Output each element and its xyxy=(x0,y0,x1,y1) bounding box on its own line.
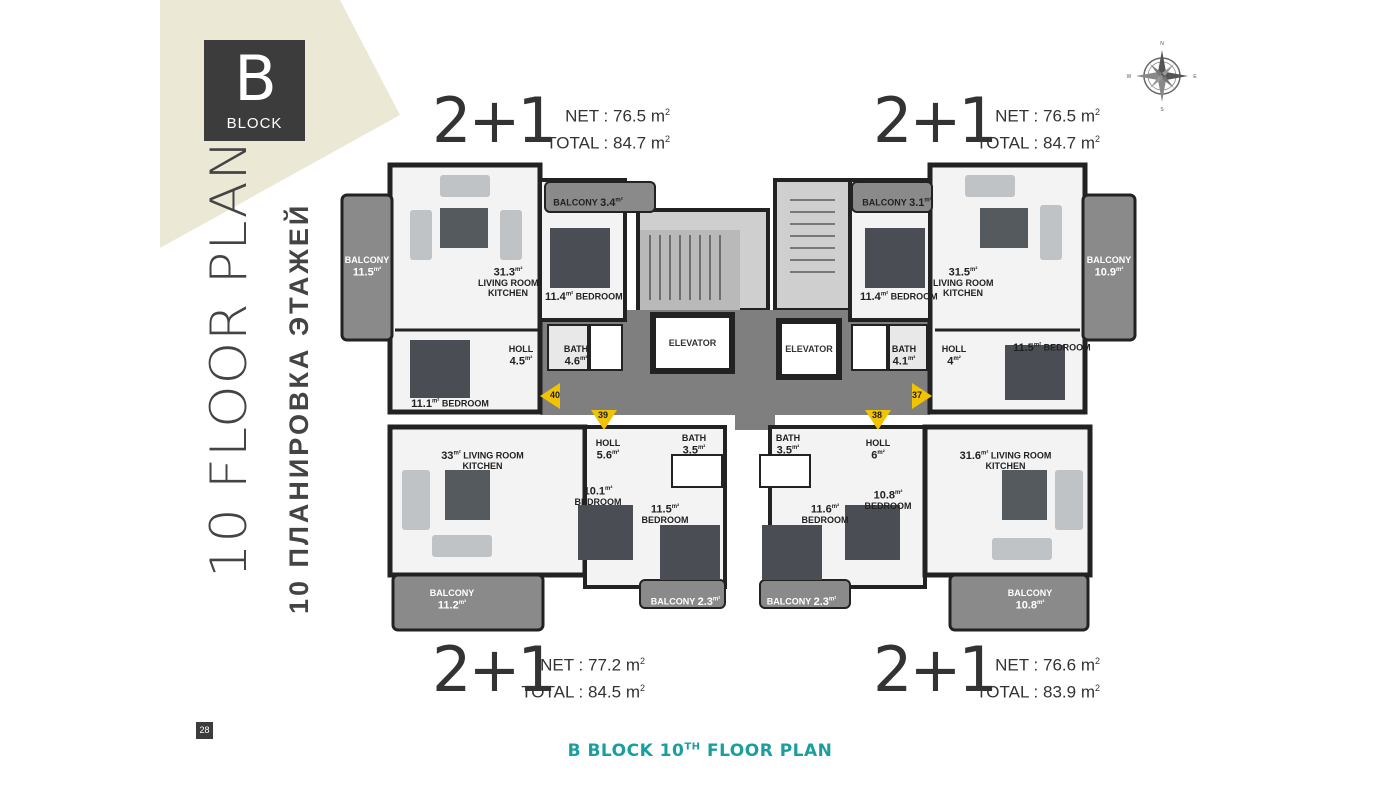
room-label: 11.5m² BEDROOM xyxy=(1013,341,1091,354)
unit-type: 2+1 xyxy=(873,84,998,157)
elevator-left: ELEVATOR xyxy=(650,312,735,374)
unit-header-2: 2+1 xyxy=(873,84,998,157)
room-label: BALCONY 2.3m² xyxy=(766,595,837,608)
room-label: 11.4m² BEDROOM xyxy=(545,290,623,303)
page-number: 28 xyxy=(196,722,213,739)
room-label: BALCONY 2.3m² xyxy=(650,595,721,608)
block-letter: B xyxy=(234,42,277,115)
net-value: 76.5 xyxy=(612,106,647,126)
door-number: 40 xyxy=(550,390,561,400)
total-label: TOTAL xyxy=(546,133,599,153)
room-label: BALCONY 3.1m² xyxy=(862,196,932,209)
compass-w: W xyxy=(1127,74,1132,80)
unit-areas-3: NET : 77.2 m2 TOTAL : 84.5 m2 xyxy=(521,655,645,702)
unit-header-1: 2+1 xyxy=(432,84,557,157)
compass-s: S xyxy=(1160,107,1164,112)
net-label: NET xyxy=(565,106,599,126)
door-number: 37 xyxy=(912,390,923,400)
compass-n: N xyxy=(1160,41,1164,47)
room-label: 11.1m² BEDROOM xyxy=(411,397,489,410)
door-marker-39 xyxy=(591,410,617,430)
unit-type: 2+1 xyxy=(873,633,998,706)
unit-type: 2+1 xyxy=(432,633,557,706)
door-marker-37 xyxy=(912,383,932,409)
footer-title: B BLOCK 10TH FLOOR PLAN xyxy=(567,741,833,761)
door-number: 38 xyxy=(872,410,883,420)
room-label: 11.4m² BEDROOM xyxy=(860,290,938,303)
unit-areas-4: NET : 76.6 m2 TOTAL : 83.9 m2 xyxy=(976,655,1100,702)
compass-icon: N S W E xyxy=(1127,41,1198,112)
unit-header-4: 2+1 xyxy=(873,633,998,706)
total-value: 84.7 xyxy=(612,133,647,153)
elevator-right: ELEVATOR xyxy=(776,318,842,380)
door-marker-40 xyxy=(540,383,560,409)
unit-areas-1: NET : 76.5 m2 TOTAL : 84.7 m2 xyxy=(546,106,670,153)
block-badge: B BLOCK xyxy=(204,40,305,141)
room-label: BALCONY 3.4m² xyxy=(553,196,623,209)
block-word: BLOCK xyxy=(226,115,283,132)
door-number: 39 xyxy=(598,410,609,420)
compass-e: E xyxy=(1193,74,1197,80)
door-marker-38 xyxy=(865,410,891,430)
unit-type: 2+1 xyxy=(432,84,557,157)
unit-header-3: 2+1 xyxy=(432,633,557,706)
unit-areas-2: NET : 76.5 m2 TOTAL : 84.7 m2 xyxy=(976,106,1100,153)
